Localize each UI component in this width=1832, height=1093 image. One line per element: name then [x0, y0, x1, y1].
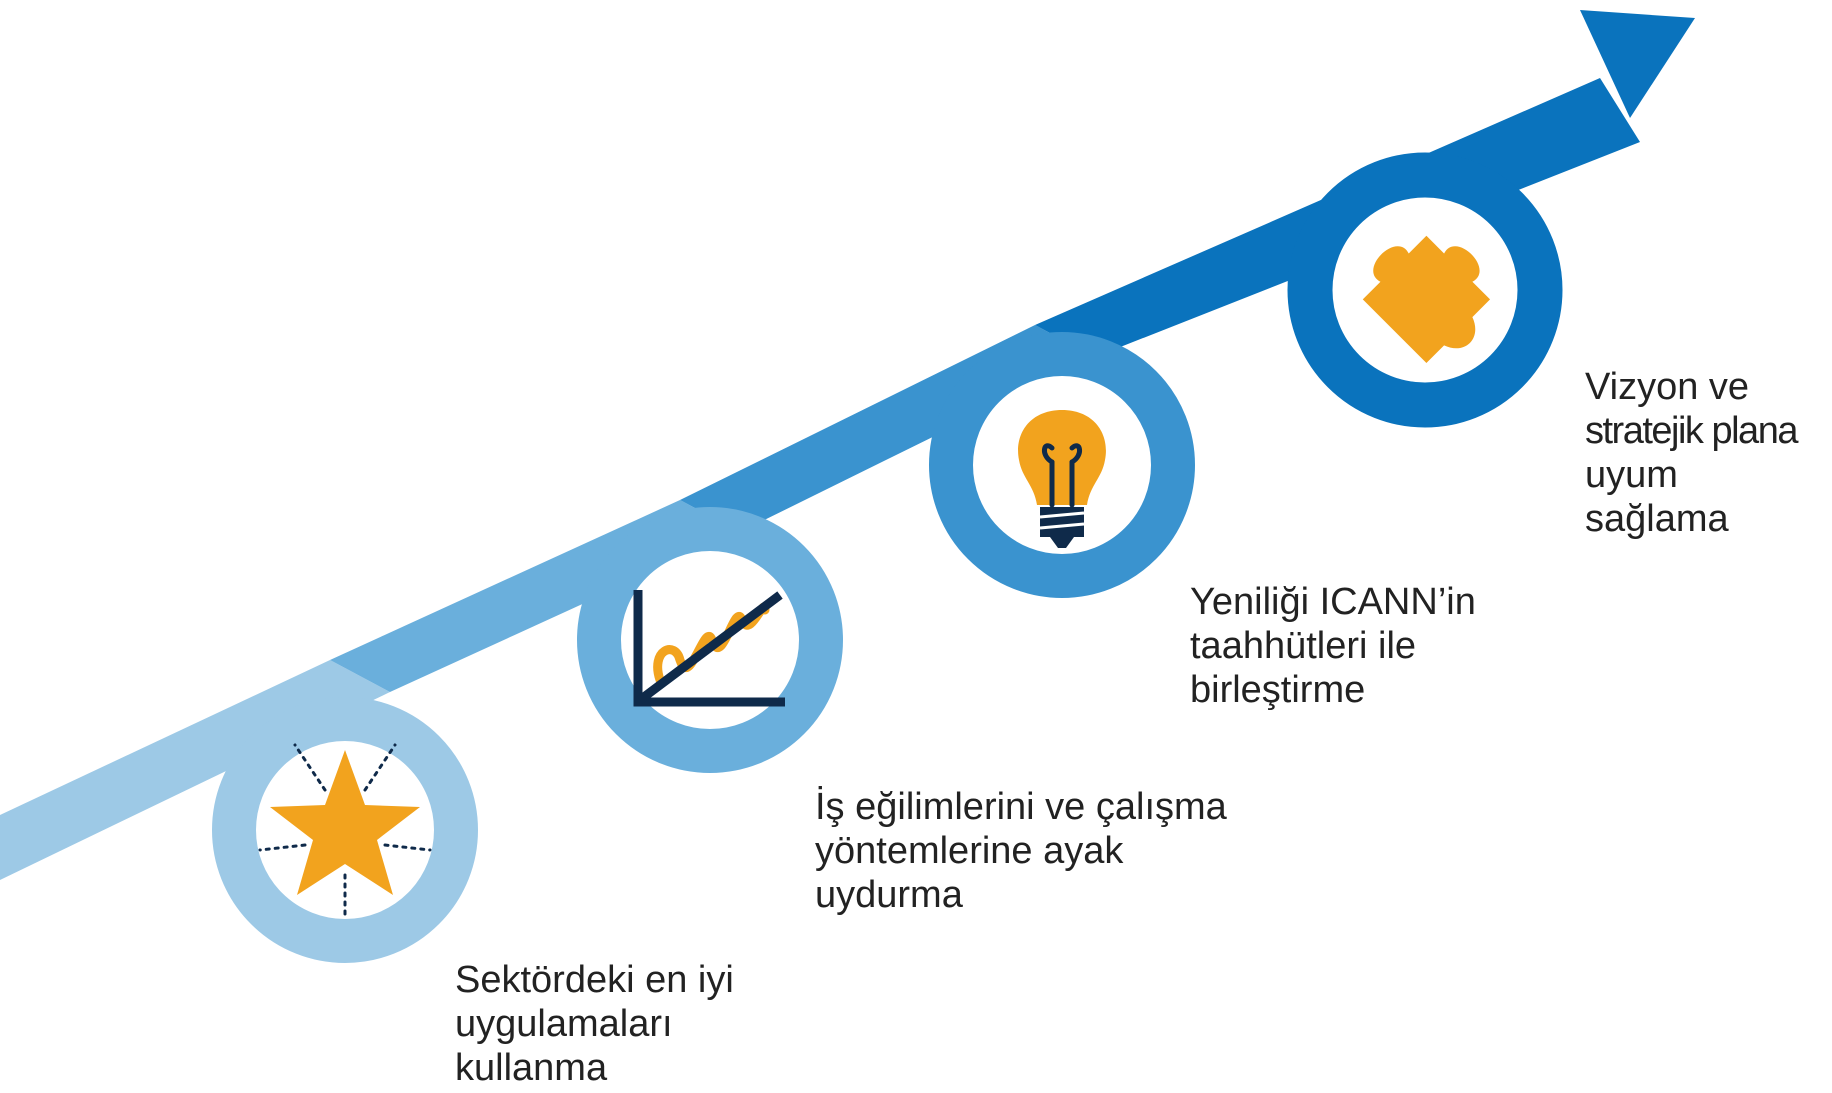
step-4-label-line: Vizyon ve: [1585, 366, 1750, 408]
step-3-badge: [929, 332, 1195, 598]
step-4-badge: [1287, 152, 1563, 428]
star-icon: [258, 743, 432, 917]
step-1-label-line: kullanma: [455, 1047, 608, 1089]
step-3-label: Yeniliği ICANN’in taahhütleri ile birleş…: [1190, 580, 1476, 712]
step-4-label: Vizyon ve stratejik plana uyum sağlama: [1585, 365, 1798, 541]
arrow-head: [1580, 10, 1695, 118]
step-3-label-line: birleştirme: [1190, 669, 1366, 711]
step-2-label-line: İş eğilimlerini ve çalışma: [815, 786, 1227, 828]
step-2-label-line: yöntemlerine ayak: [815, 830, 1124, 872]
step-1-badge: [212, 697, 478, 963]
lightbulb-icon: [1018, 410, 1106, 548]
trend-chart-icon: [633, 590, 785, 707]
step-3-label-line: taahhütleri ile: [1190, 625, 1417, 667]
step-2-label-line: uydurma: [815, 874, 963, 916]
step-1-label: Sektördeki en iyi uygulamaları kullanma: [455, 958, 734, 1090]
step-2-badge: [577, 507, 843, 773]
step-1-label-line: Sektördeki en iyi: [455, 959, 734, 1001]
step-4-label-line: sağlama: [1585, 498, 1729, 540]
puzzle-piece-icon: [1362, 235, 1491, 364]
step-4-label-line: uyum: [1585, 454, 1678, 496]
step-3-label-line: Yeniliği ICANN’in: [1190, 581, 1476, 623]
step-2-label: İş eğilimlerini ve çalışma yöntemlerine …: [815, 785, 1227, 917]
step-4-label-line: stratejik plana: [1585, 410, 1798, 452]
step-1-label-line: uygulamaları: [455, 1003, 673, 1045]
